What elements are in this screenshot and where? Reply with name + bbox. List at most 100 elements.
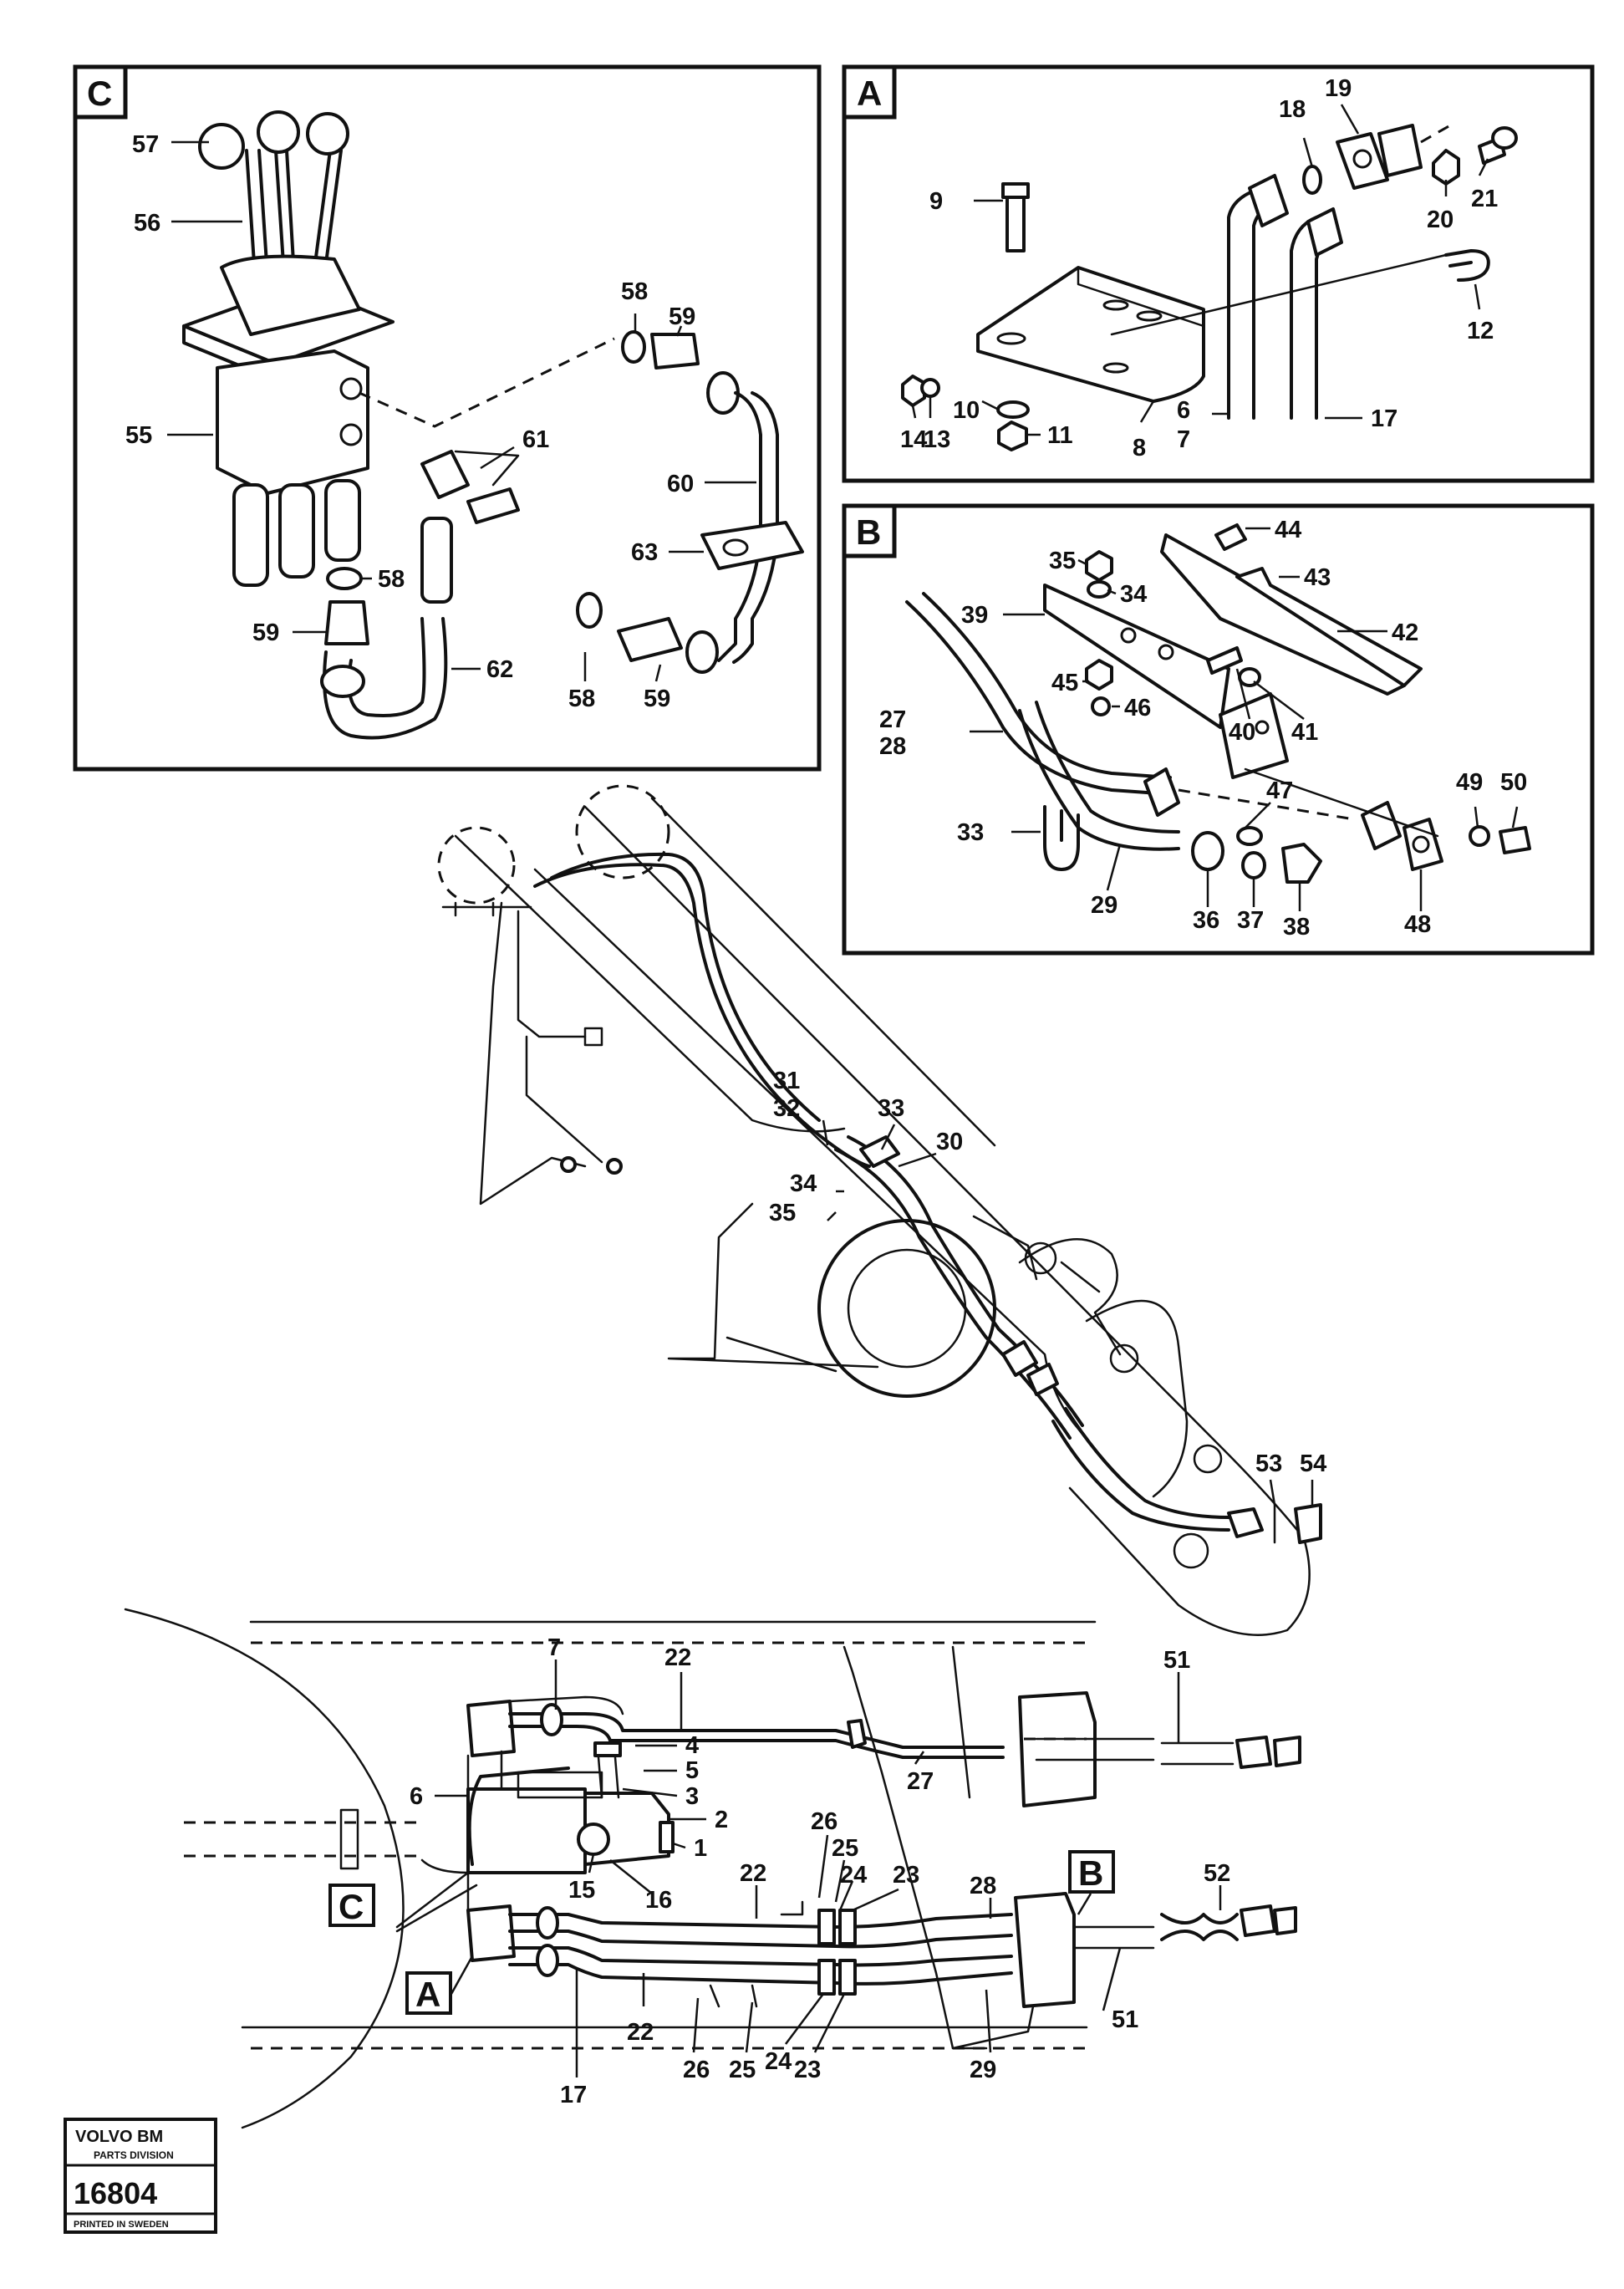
label-a-18: 18 bbox=[1279, 96, 1306, 123]
stamp-number: 16804 bbox=[74, 2176, 157, 2210]
svg-text:C: C bbox=[339, 1887, 364, 1926]
label-ch-23-bottom: 23 bbox=[794, 2057, 821, 2083]
label-b-29: 29 bbox=[1091, 892, 1117, 919]
label-a-7: 7 bbox=[1177, 426, 1190, 453]
boom-assembly: 31 32 33 30 34 35 53 54 bbox=[437, 784, 1326, 1636]
inset-b: B bbox=[842, 503, 1595, 956]
label-ch-51-bottom: 51 bbox=[1112, 2006, 1138, 2033]
label-b-39: 39 bbox=[961, 602, 988, 629]
label-ch-29: 29 bbox=[970, 2057, 996, 2083]
label-ch-16: 16 bbox=[645, 1887, 672, 1914]
label-ch-7: 7 bbox=[547, 1634, 561, 1661]
label-b-35: 35 bbox=[1049, 548, 1076, 574]
leaders-a bbox=[911, 104, 1489, 436]
label-c-59-top: 59 bbox=[669, 303, 695, 330]
label-a-13: 13 bbox=[924, 426, 950, 453]
label-ch-25-bottom: 25 bbox=[729, 2057, 756, 2083]
label-b-28: 28 bbox=[879, 733, 906, 760]
leaders-chassis bbox=[435, 1659, 1222, 2077]
label-b-27: 27 bbox=[879, 706, 906, 733]
label-b-44: 44 bbox=[1275, 517, 1301, 543]
label-c-59-bottom: 59 bbox=[644, 686, 670, 712]
volvo-bm-stamp: VOLVO BM PARTS DIVISION 16804 PRINTED IN… bbox=[64, 2118, 217, 2234]
label-ch-26-bottom: 26 bbox=[683, 2057, 710, 2083]
label-ch-26-top: 26 bbox=[811, 1808, 837, 1835]
label-b-37: 37 bbox=[1237, 907, 1264, 934]
leaders-b bbox=[970, 527, 1519, 911]
label-ch-15: 15 bbox=[568, 1877, 595, 1904]
inset-c-letter: C bbox=[87, 74, 112, 113]
stamp-brand: VOLVO BM bbox=[75, 2128, 163, 2146]
labels-chassis: 7 22 51 4 5 6 3 2 27 26 1 25 22 24 23 15… bbox=[410, 1634, 1230, 2108]
label-c-61: 61 bbox=[522, 426, 549, 453]
callout-b: B bbox=[1068, 1850, 1115, 1894]
label-c-58-bottom: 58 bbox=[568, 686, 595, 712]
label-ch-5: 5 bbox=[685, 1757, 699, 1784]
label-ch-24-bottom: 24 bbox=[765, 2048, 792, 2075]
label-a-20: 20 bbox=[1427, 206, 1453, 233]
label-a-8: 8 bbox=[1133, 435, 1146, 461]
label-c-56: 56 bbox=[134, 210, 160, 237]
label-ch-22-mid: 22 bbox=[740, 1860, 766, 1887]
label-boom-32: 32 bbox=[773, 1095, 800, 1122]
label-ch-23-top: 23 bbox=[893, 1862, 919, 1889]
label-a-10: 10 bbox=[953, 397, 980, 424]
label-b-38: 38 bbox=[1283, 914, 1310, 941]
label-b-40: 40 bbox=[1229, 719, 1255, 746]
label-ch-51-top: 51 bbox=[1163, 1647, 1190, 1674]
label-c-58-top: 58 bbox=[621, 278, 648, 305]
label-ch-6: 6 bbox=[410, 1783, 423, 1810]
label-b-45: 45 bbox=[1051, 670, 1078, 696]
label-c-58-left: 58 bbox=[378, 566, 405, 593]
label-ch-2: 2 bbox=[715, 1807, 728, 1833]
label-boom-53: 53 bbox=[1255, 1450, 1282, 1477]
label-c-55: 55 bbox=[125, 422, 152, 449]
label-ch-52: 52 bbox=[1204, 1860, 1230, 1887]
label-b-48: 48 bbox=[1404, 911, 1431, 938]
stamp-division: PARTS DIVISION bbox=[94, 2149, 174, 2161]
label-ch-24-top: 24 bbox=[840, 1862, 867, 1889]
label-ch-25-top: 25 bbox=[832, 1835, 858, 1862]
control-valve bbox=[182, 254, 395, 587]
label-b-33: 33 bbox=[957, 819, 984, 846]
callout-c: C bbox=[328, 1884, 375, 1927]
label-a-12: 12 bbox=[1467, 318, 1494, 344]
label-a-21: 21 bbox=[1471, 186, 1498, 212]
label-boom-34: 34 bbox=[790, 1170, 817, 1197]
label-b-34: 34 bbox=[1120, 581, 1147, 608]
svg-text:A: A bbox=[415, 1975, 440, 2014]
label-a-6: 6 bbox=[1177, 397, 1190, 424]
label-b-49: 49 bbox=[1456, 769, 1483, 796]
label-c-63: 63 bbox=[631, 539, 658, 566]
label-b-41: 41 bbox=[1291, 719, 1318, 746]
label-b-36: 36 bbox=[1193, 907, 1219, 934]
label-b-47: 47 bbox=[1266, 777, 1293, 804]
label-b-46: 46 bbox=[1124, 695, 1151, 721]
label-c-59-left: 59 bbox=[252, 619, 279, 646]
label-c-60: 60 bbox=[667, 471, 694, 497]
labels-boom: 31 32 33 30 34 35 53 54 bbox=[769, 1068, 1326, 1477]
inset-b-letter: B bbox=[856, 512, 881, 552]
label-ch-28: 28 bbox=[970, 1873, 996, 1899]
label-boom-35: 35 bbox=[769, 1200, 796, 1226]
inset-a: A bbox=[842, 64, 1595, 483]
labels-b: 44 35 34 43 39 42 45 46 40 41 27 28 47 4… bbox=[879, 517, 1527, 941]
label-a-14: 14 bbox=[900, 426, 927, 453]
control-levers bbox=[198, 110, 349, 278]
label-a-11: 11 bbox=[1047, 422, 1073, 449]
stamp-printed: PRINTED IN SWEDEN bbox=[74, 2220, 169, 2230]
labels-c: 57 56 55 58 59 61 60 63 58 59 62 58 59 bbox=[125, 131, 695, 712]
label-ch-3: 3 bbox=[685, 1783, 699, 1810]
inset-c: C bbox=[73, 64, 822, 772]
label-ch-27: 27 bbox=[907, 1768, 934, 1795]
label-c-62: 62 bbox=[486, 656, 513, 683]
inset-a-letter: A bbox=[857, 74, 882, 113]
callout-a: A bbox=[405, 1971, 452, 2015]
svg-text:B: B bbox=[1078, 1853, 1103, 1893]
label-boom-31: 31 bbox=[773, 1068, 800, 1094]
label-a-9: 9 bbox=[929, 188, 943, 215]
label-b-43: 43 bbox=[1304, 564, 1331, 591]
labels-a: 18 19 9 21 20 12 14 13 10 11 8 6 7 17 bbox=[900, 75, 1498, 461]
label-c-57: 57 bbox=[132, 131, 159, 158]
